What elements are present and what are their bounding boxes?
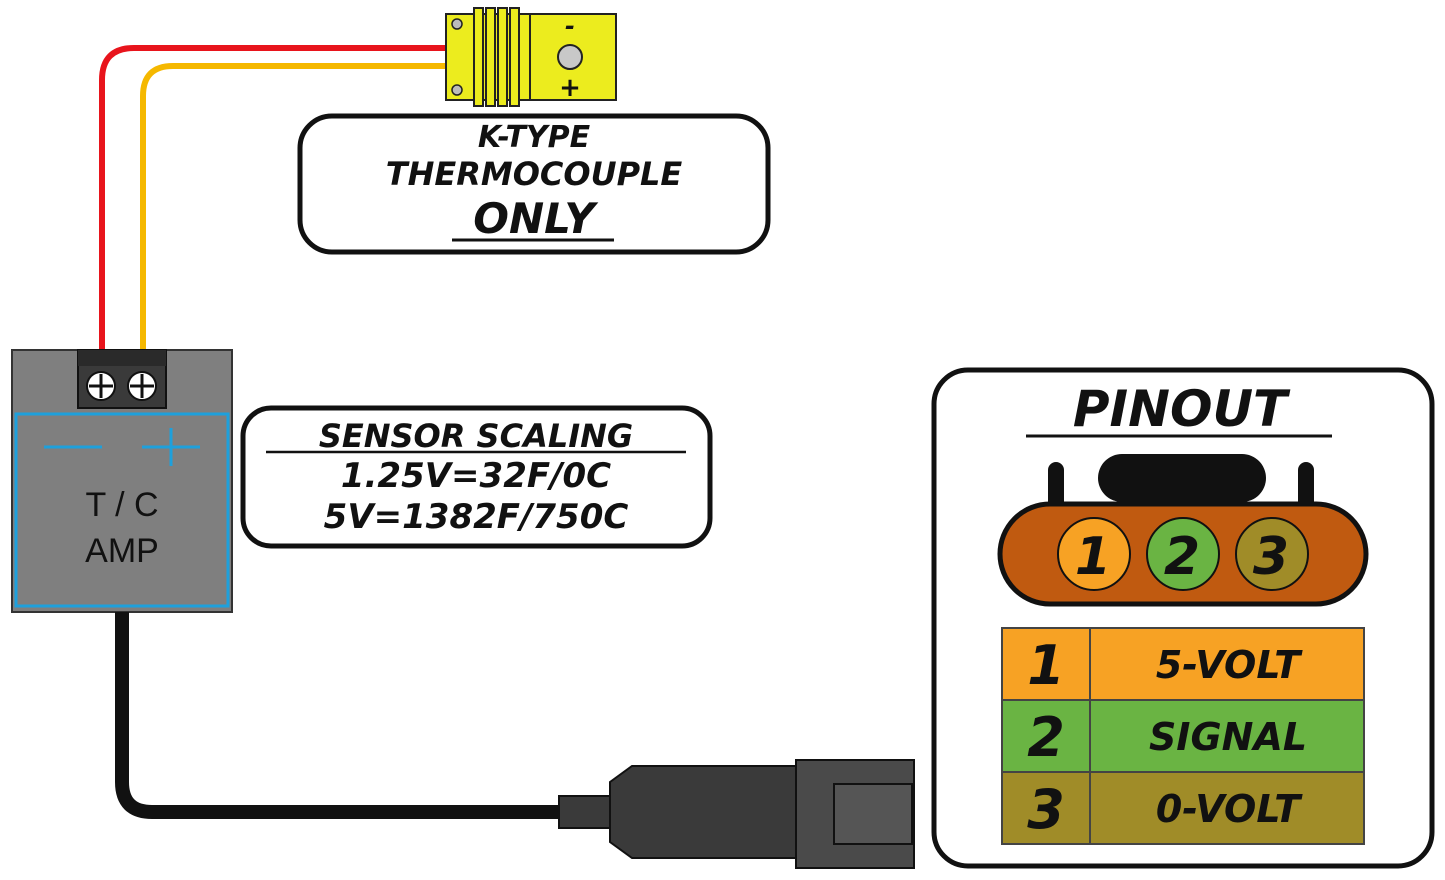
connector-pin-3 [1235,517,1309,591]
red-wire [99,45,452,350]
amp-label-tc: T / C [85,486,158,524]
screw-icon [127,371,157,401]
tc-amp: T / C AMP [11,349,233,613]
pin-number-1: 1 [1027,634,1065,697]
output-cable [115,612,565,819]
pinout-table: 1 2 3 5-VOLT SIGNAL 0-VOLT [1001,627,1365,845]
scaling-title: SENSOR SCALING [319,417,633,455]
pin-label-signal: SIGNAL [1149,715,1307,759]
output-connector [558,759,915,869]
scaling-line-2: 5V=1382F/750C [324,497,629,537]
table-row [1002,700,1364,772]
connector-pin-1 [1057,517,1131,591]
label-thermocouple: THERMOCOUPLE [386,155,683,193]
scaling-line-1: 1.25V=32F/0C [341,456,611,496]
thermocouple-label-box: K-TYPE THERMOCOUPLE ONLY [297,113,771,255]
pin-number-3: 3 [1027,778,1065,841]
table-row [1002,628,1364,700]
yellow-wire [140,63,452,350]
label-only: ONLY [473,194,598,243]
connector-pin-1-label: 1 [1075,527,1111,587]
connector-pin-2-label: 2 [1164,527,1200,587]
pin-label-0-volt: 0-VOLT [1156,787,1303,831]
thermocouple-plus: + [559,73,581,103]
pin-number-2: 2 [1027,706,1065,769]
pinout-title: PINOUT [1073,380,1291,438]
screw-icon [86,371,116,401]
connector-pin-3-label: 3 [1253,527,1289,587]
pin-label-5-volt: 5-VOLT [1156,643,1303,687]
sensor-scaling-box: SENSOR SCALING 1.25V=32F/0C 5V=1382F/750… [240,405,713,549]
thermocouple-minus: - [565,12,575,40]
pinout-panel: PINOUT 1 2 3 1 2 3 5-VOLT [931,367,1435,869]
amp-label-amp: AMP [85,532,159,570]
connector-pin-2 [1146,517,1220,591]
thermocouple-pin [557,44,583,70]
pinout-connector-face: 1 2 3 [997,454,1369,607]
thermocouple-connector: - + [445,7,617,107]
table-row [1002,772,1364,844]
label-k-type: K-TYPE [478,120,591,155]
